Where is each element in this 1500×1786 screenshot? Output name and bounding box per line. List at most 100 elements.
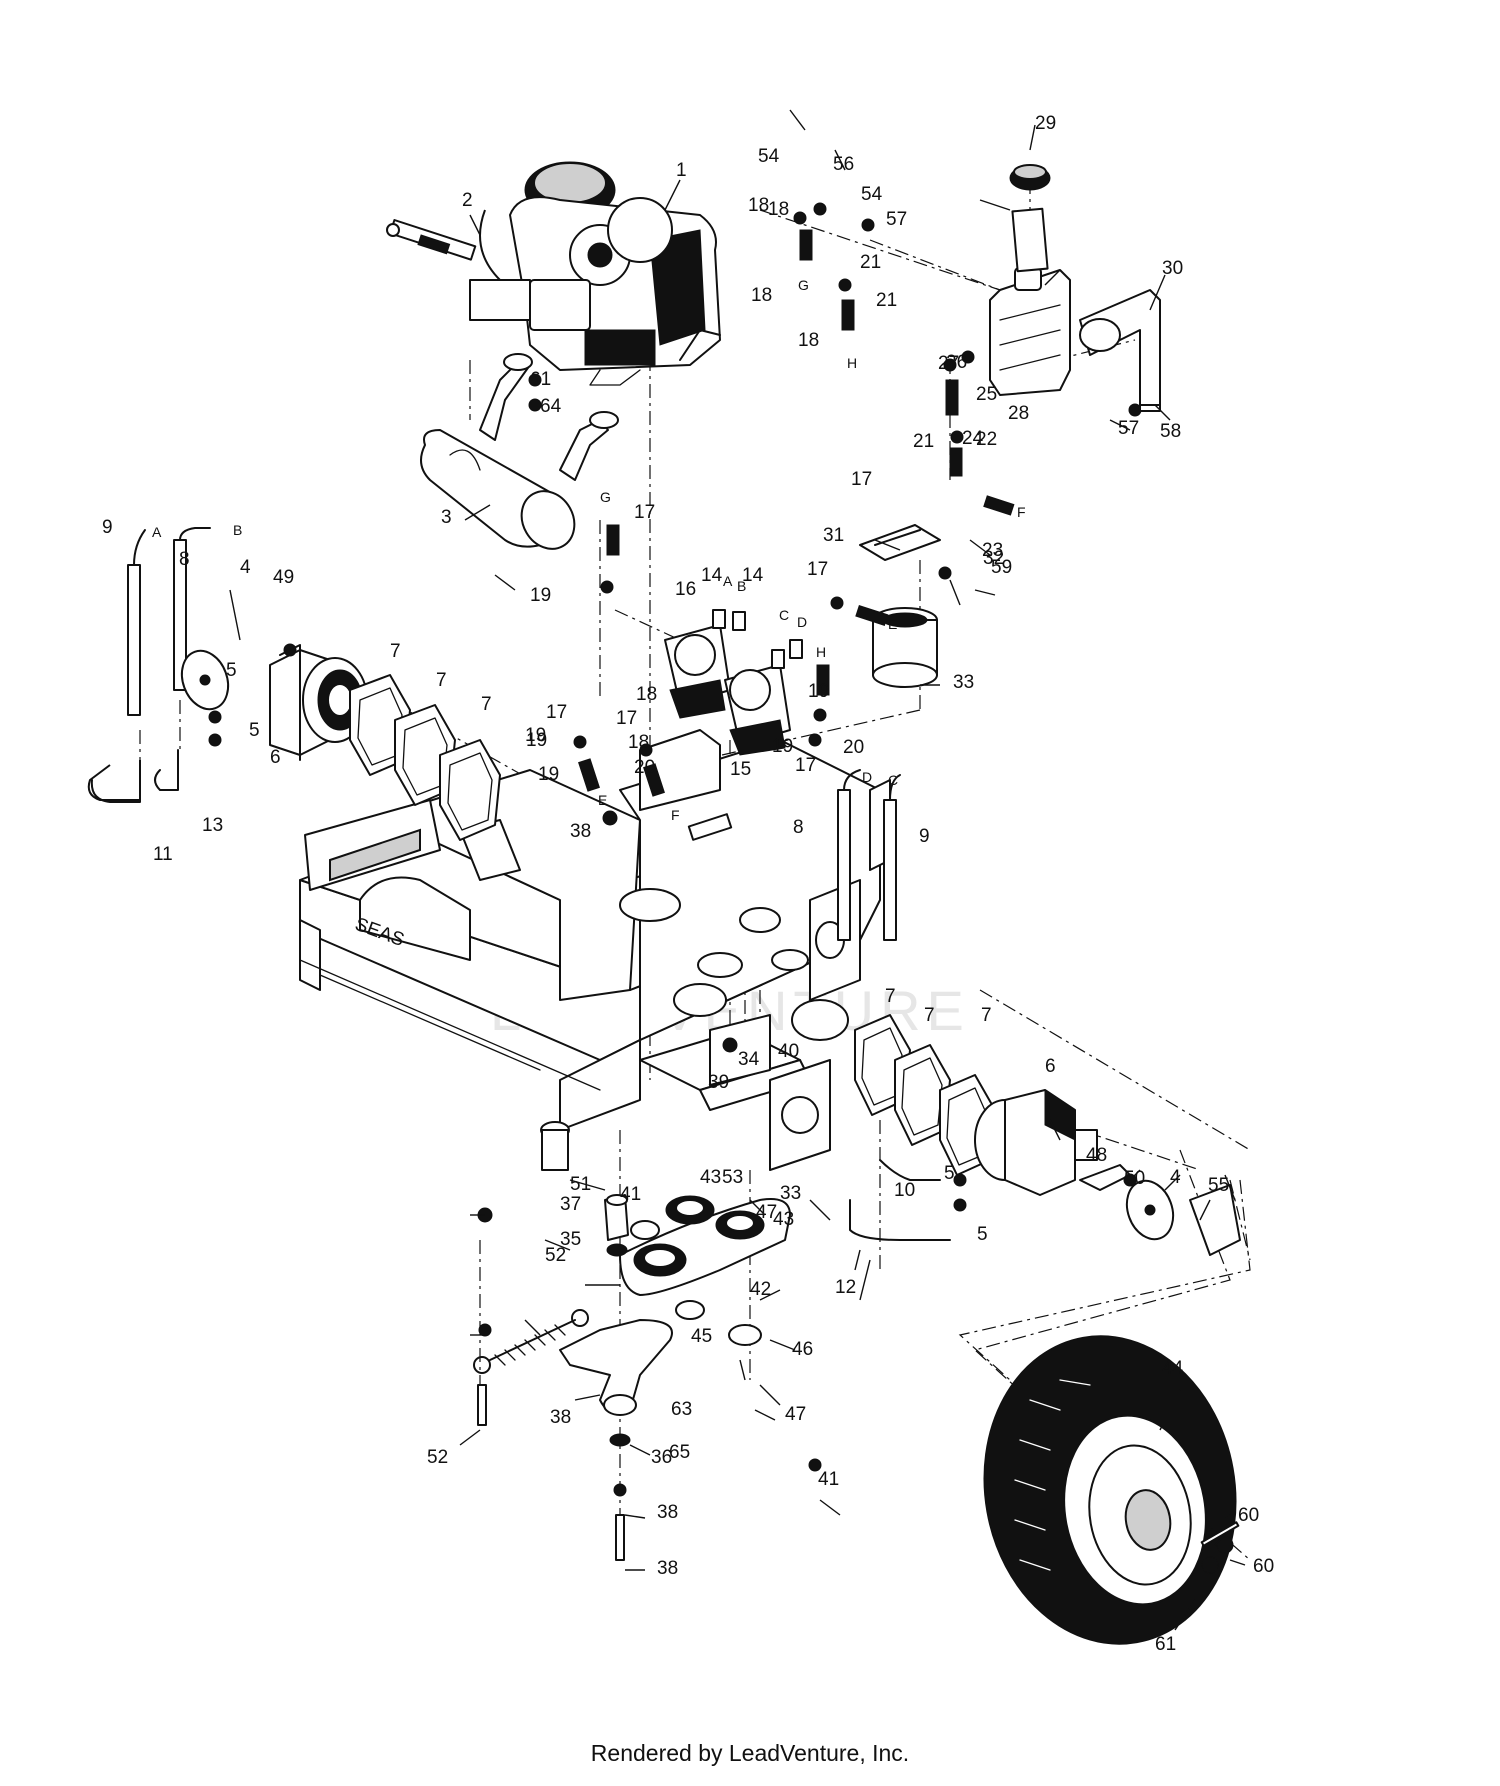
callout: 3 (441, 507, 452, 528)
callout: 17 (807, 559, 828, 580)
callout: 41 (818, 1469, 839, 1490)
callout: 6 (1045, 1056, 1056, 1077)
wheel-motor-left (180, 644, 368, 761)
callout: 51 (570, 1174, 591, 1195)
leader-lines (229, 109, 1246, 1631)
callout: 57 (1118, 418, 1139, 439)
callout: 60 (1253, 1556, 1274, 1577)
callout: 54 (758, 146, 780, 167)
callout: 9 (919, 826, 930, 847)
callout: 21 (913, 431, 934, 452)
callout: 33 (953, 672, 974, 693)
connection-letter: D (797, 614, 807, 630)
callout: 49 (273, 567, 294, 588)
callout: 48 (1086, 1145, 1107, 1166)
callout: 8 (793, 817, 804, 838)
callout: 18 (628, 732, 649, 753)
callout: 20 (843, 737, 864, 758)
engine (469, 161, 721, 386)
callout: 47 (756, 1202, 777, 1223)
callout: 14 (701, 565, 723, 586)
callout: 54 (861, 184, 883, 205)
callout: 19 (538, 764, 559, 785)
callout: 7 (481, 694, 492, 715)
callout: 26 (946, 352, 967, 373)
callout: 59 (991, 557, 1012, 578)
callout: 2 (462, 190, 473, 211)
callout: 19 (530, 585, 551, 606)
callout: 12 (835, 1277, 856, 1298)
connection-letter: F (671, 807, 680, 823)
callout: 18 (798, 330, 819, 351)
connection-letter: G (600, 489, 611, 505)
callout: 21 (860, 252, 881, 273)
connection-letters: A B A B C D C D E E F F G G H H (152, 277, 1026, 823)
callout: 52 (545, 1245, 566, 1266)
callout: 39 (708, 1072, 729, 1093)
callout: 38 (550, 1407, 571, 1428)
callout: 8 (179, 549, 190, 570)
connection-letter: H (847, 355, 857, 371)
callout: 25 (976, 384, 997, 405)
callout: 55 (1208, 1175, 1229, 1196)
callout: 46 (792, 1339, 813, 1360)
callout: 56 (833, 154, 854, 175)
callout: 17 (634, 502, 655, 523)
part-callouts: 1 2 3 4 4 5 5 5 5 6 6 7 7 7 7 7 7 8 8 9 … (102, 113, 1274, 1655)
hoses-left (87, 527, 211, 803)
callout: 47 (785, 1404, 806, 1425)
callout: 20 (634, 757, 655, 778)
callout: 5 (944, 1163, 955, 1184)
callout: 60 (1238, 1505, 1259, 1526)
footer-caption: Rendered by LeadVenture, Inc. (590, 1740, 910, 1766)
callout: 7 (885, 986, 896, 1007)
idler-arm (473, 1309, 673, 1447)
callout: 5 (226, 660, 237, 681)
callout: 29 (1035, 113, 1056, 134)
callout: 4 (1170, 1167, 1181, 1188)
callout: 15 (730, 759, 751, 780)
callout: 38 (657, 1558, 678, 1579)
callout: 43 (773, 1209, 794, 1230)
connection-letter: A (152, 524, 162, 540)
callout: 19 (808, 681, 829, 702)
callout: 7 (390, 641, 401, 662)
callout: 63 (671, 1399, 692, 1420)
gaskets-left (349, 674, 501, 841)
callout: 61 (1155, 1634, 1176, 1655)
callout: 45 (691, 1326, 712, 1347)
callout: 65 (669, 1442, 690, 1463)
drive-tire (983, 1335, 1237, 1645)
callout: 16 (675, 579, 696, 600)
connection-letter: A (723, 573, 733, 589)
callout: 5 (977, 1224, 988, 1245)
callout: 1 (676, 160, 687, 181)
callout: 18 (768, 199, 789, 220)
callout: 58 (1160, 421, 1181, 442)
oil-filter (859, 524, 941, 688)
crankshaft (386, 219, 477, 261)
callout: 13 (202, 815, 223, 836)
callout: 42 (750, 1279, 771, 1300)
callout: 41 (620, 1184, 641, 1205)
callout: 28 (1008, 403, 1029, 424)
callout: 9 (102, 517, 113, 538)
connection-letter: E (598, 792, 607, 808)
callout: 44 (1162, 1358, 1184, 1379)
callout: 35 (560, 1229, 581, 1250)
callout: 7 (981, 1005, 992, 1026)
callout: 64 (540, 396, 562, 417)
callout: 50 (1124, 1168, 1145, 1189)
callout: 18 (636, 684, 657, 705)
callout: 34 (738, 1049, 760, 1070)
hydraulic-pumps (664, 609, 803, 756)
callout: 22 (976, 429, 997, 450)
callout: 7 (924, 1005, 935, 1026)
connection-letter: B (737, 578, 746, 594)
chassis-frame: SEAS (299, 729, 891, 1171)
callout: 31 (823, 525, 844, 546)
callout: 17 (795, 755, 816, 776)
callout: 11 (153, 844, 173, 865)
callout: 19 (526, 730, 547, 751)
callout: 21 (876, 290, 897, 311)
